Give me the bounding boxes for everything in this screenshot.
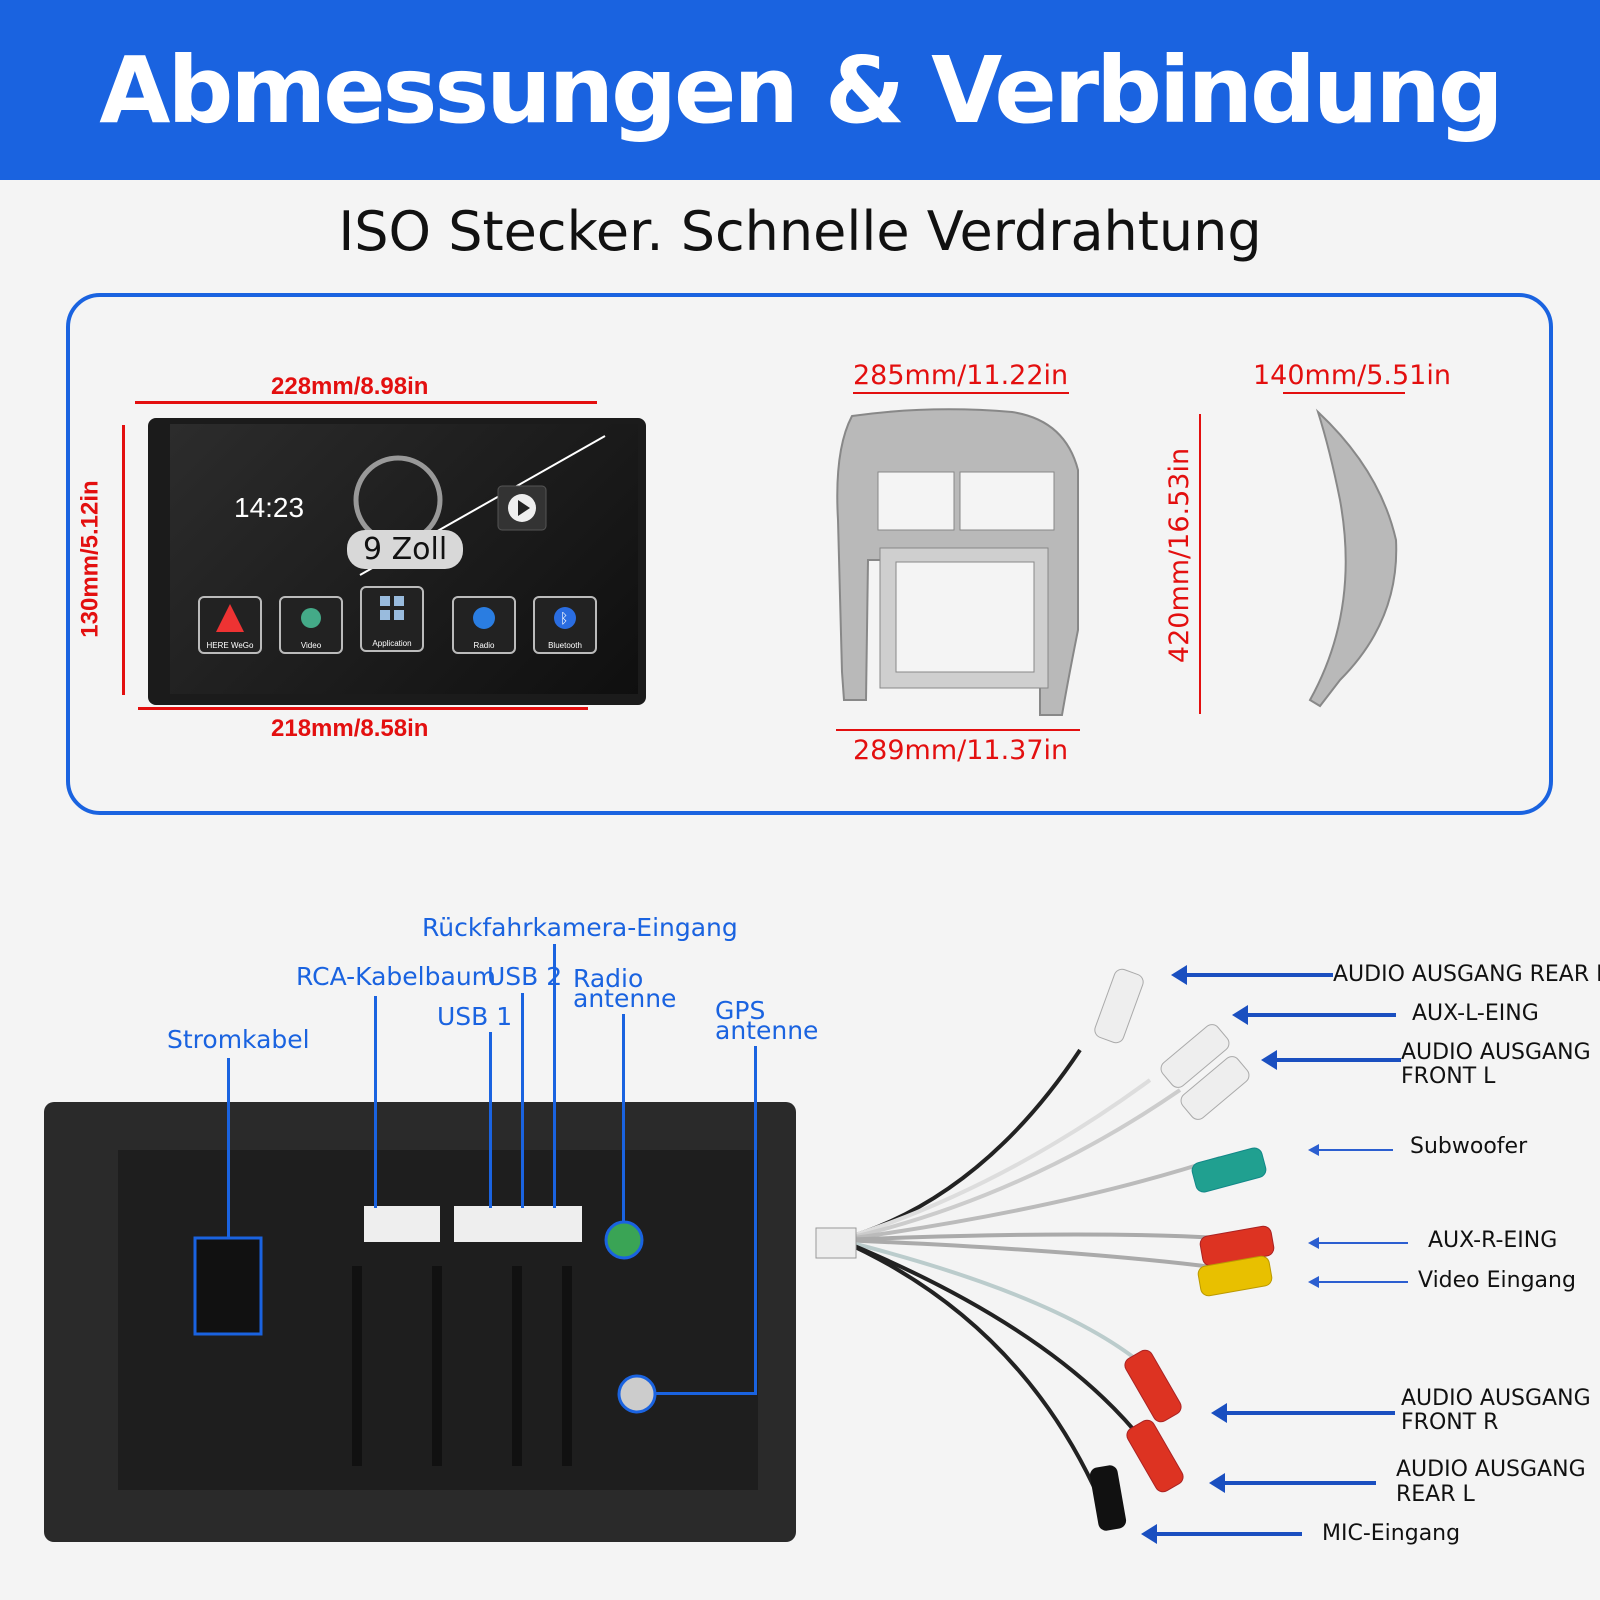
callout-audio-front-r-1: AUDIO AUSGANG [1401, 1386, 1591, 1411]
radio-top-dimension: 228mm/8.98in [271, 373, 429, 400]
arrow-audio-front-r [1211, 1403, 1395, 1423]
label-stromkabel: Stromkabel [167, 1025, 310, 1054]
app-tile-radio: Radio [452, 596, 516, 654]
radio-bottom-dimension: 218mm/8.58in [271, 715, 429, 742]
arrow-video [1308, 1276, 1408, 1288]
subtitle: ISO Stecker. Schnelle Verdrahtung [338, 200, 1262, 263]
label-usb1: USB 1 [437, 1002, 513, 1031]
arrow-mic [1141, 1524, 1302, 1544]
leader-line [553, 944, 556, 1208]
app-label: Radio [473, 641, 495, 650]
callout-aux-r: AUX-R-EING [1428, 1228, 1558, 1253]
arrow-subwoofer [1308, 1144, 1393, 1156]
frame-bottom-dimension: 289mm/11.37in [853, 735, 1069, 766]
callout-aux-l: AUX-L-EING [1412, 1001, 1539, 1026]
callout-video: Video Eingang [1418, 1268, 1576, 1293]
app-tile-video: Video [279, 596, 343, 654]
leader-line [374, 996, 377, 1208]
label-radio-antenne-1: Radio [573, 964, 644, 993]
dim-line [138, 707, 588, 710]
leader-line [227, 1058, 230, 1238]
dim-line [836, 729, 1080, 731]
label-rca: RCA-Kabelbaum [296, 962, 497, 991]
label-rueckfahrkamera: Rückfahrkamera-Eingang [422, 913, 738, 942]
app-label: Application [372, 639, 412, 648]
callout-audio-rear-l2-1: AUDIO AUSGANG [1396, 1457, 1586, 1482]
leader-line [489, 1032, 492, 1208]
app-tile-application: Application [360, 586, 424, 652]
app-label: Bluetooth [548, 641, 582, 650]
leader-line [521, 993, 524, 1208]
frame-top-dimension: 285mm/11.22in [853, 360, 1069, 391]
arrow-audio-front-l [1261, 1050, 1401, 1070]
dim-line [1199, 414, 1201, 714]
label-gps-antenne-1: GPS [715, 996, 766, 1025]
dimensions-panel [66, 293, 1553, 815]
dim-line [853, 392, 1069, 394]
label-radio-antenne-2: antenne [573, 984, 677, 1013]
callout-audio-rear-l2-2: REAR L [1396, 1482, 1475, 1507]
arrow-aux-l [1232, 1005, 1396, 1025]
callout-audio-front-r-2: FRONT R [1401, 1410, 1499, 1435]
arrow-audio-rear-l [1171, 965, 1333, 985]
callout-audio-front-l-1: AUDIO AUSGANG [1401, 1040, 1591, 1065]
app-tile-bluetooth: ᛒ Bluetooth [533, 596, 597, 654]
screen-clock: 14:23 [234, 492, 305, 523]
callout-audio-front-l-2: FRONT L [1401, 1064, 1496, 1089]
callout-mic: MIC-Eingang [1322, 1521, 1461, 1546]
leader-line [622, 1014, 625, 1222]
arrow-aux-r [1308, 1237, 1408, 1249]
page-title: Abmessungen & Verbindung [99, 36, 1503, 144]
app-tile-here-wego: HERE WeGo [198, 596, 262, 654]
label-gps-antenne-2: antenne [715, 1016, 819, 1045]
dim-line [1283, 392, 1405, 394]
app-label: HERE WeGo [206, 641, 254, 650]
leader-line [754, 1046, 757, 1394]
dim-line [122, 425, 125, 695]
svg-text:ᛒ: ᛒ [560, 610, 568, 626]
app-label: Video [300, 641, 322, 650]
arrow-audio-rear-l-2 [1209, 1473, 1376, 1493]
label-usb2: USB 2 [487, 962, 563, 991]
header-banner: Abmessungen & Verbindung [0, 0, 1600, 180]
callout-subwoofer: Subwoofer [1410, 1134, 1528, 1159]
side-width-dimension: 140mm/5.51in [1253, 360, 1451, 391]
callout-audio-rear-l: AUDIO AUSGANG REAR L [1333, 962, 1600, 987]
leader-line [655, 1392, 757, 1395]
dim-line [135, 401, 597, 404]
screen-size-badge: 9 Zoll [347, 530, 464, 569]
